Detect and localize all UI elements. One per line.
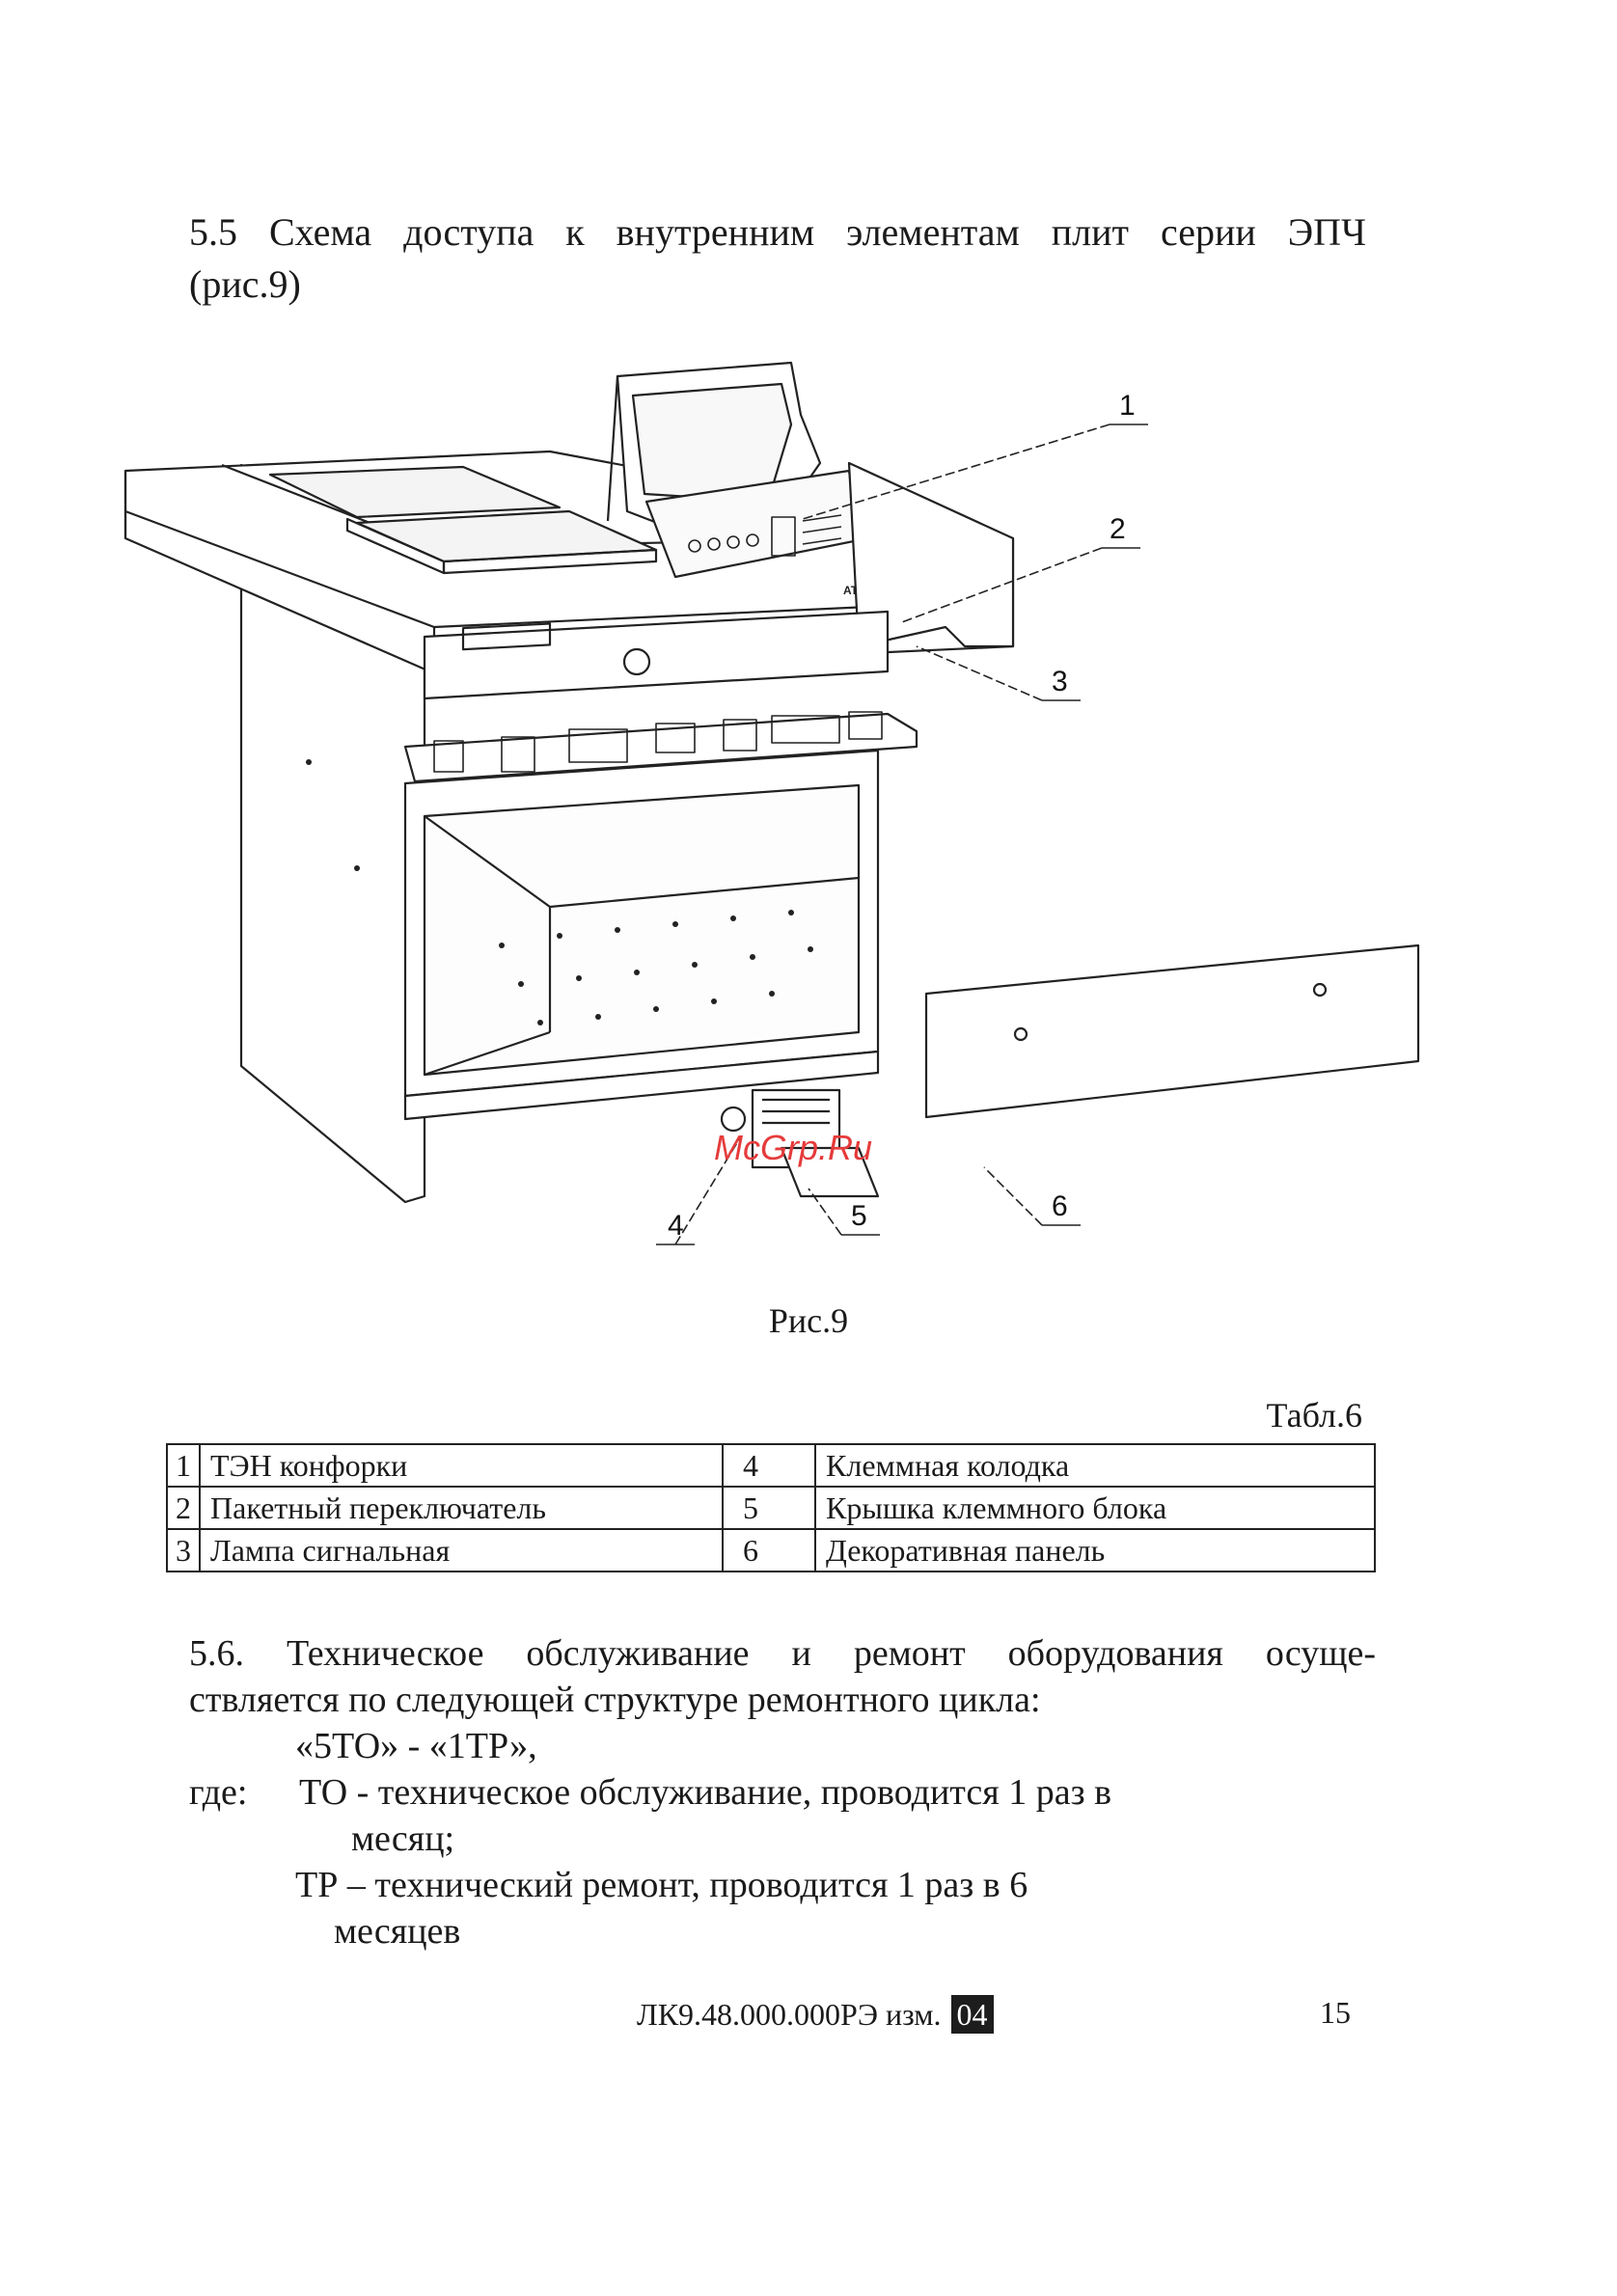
- terminal-cover: [780, 1146, 880, 1198]
- stove-diagram: ATESY: [123, 361, 1420, 1245]
- leader-3: [916, 645, 1043, 701]
- table-row: 1 ТЭН конфорки 4 Клеммная колодка: [166, 1443, 1376, 1488]
- table-cell-text: Лампа сигнальная: [199, 1528, 724, 1572]
- table-cell-text: Крышка клеммного блока: [814, 1486, 1376, 1530]
- callout-5: 5: [851, 1200, 867, 1232]
- doc-code: ЛК9.48.000.000РЭ изм.: [637, 1997, 942, 2032]
- table-cell-text: ТЭН конфорки: [199, 1443, 724, 1488]
- table-cell-num: 1: [166, 1443, 201, 1488]
- hotplate-1: [268, 465, 562, 519]
- definition-tr: ТР – технический ремонт, проводится 1 ра…: [295, 1865, 1028, 1905]
- table-cell-num: 3: [166, 1528, 201, 1572]
- maintenance-section: 5.6. Техническое обслуживание и ремонт о…: [189, 1630, 1376, 1954]
- table-cell-text: Декоративная панель: [814, 1528, 1376, 1572]
- section-heading: 5.5 Схема доступа к внутренним элементам…: [189, 206, 1366, 311]
- heading-line-1: 5.5 Схема доступа к внутренним элементам…: [189, 210, 1366, 254]
- table-cell-num: 5: [722, 1486, 816, 1530]
- revision-badge: 04: [950, 1995, 994, 2034]
- repair-cycle-formula: «5ТО» - «1ТР»,: [295, 1726, 537, 1766]
- figure-caption: Рис.9: [768, 1301, 849, 1340]
- leader-2: [898, 547, 1103, 624]
- callout-2: 2: [1110, 513, 1126, 545]
- callout-1: 1: [1119, 390, 1136, 422]
- table-cell-num: 2: [166, 1486, 201, 1530]
- footer-doc-code: ЛК9.48.000.000РЭ изм.04: [637, 1995, 994, 2034]
- table-label: Табл.6: [1266, 1396, 1362, 1435]
- definitions: где: ТО - техническое обслуживание, пров…: [189, 1769, 1376, 1862]
- definition-tr-cont: месяцев: [334, 1911, 461, 1952]
- table-row: 3 Лампа сигнальная 6 Декоративная панель: [166, 1528, 1376, 1572]
- heading-line-2: (рис.9): [189, 262, 301, 306]
- definition-to: ТО - техническое обслуживание, проводитс…: [299, 1772, 1112, 1813]
- leader-4: [674, 1135, 742, 1245]
- where-label: где:: [189, 1772, 248, 1813]
- table-cell-text: Клеммная колодка: [814, 1443, 1376, 1488]
- page-footer: ЛК9.48.000.000РЭ изм.04 15: [0, 1995, 1617, 2041]
- table-cell-num: 6: [722, 1528, 816, 1572]
- page-number: 15: [1320, 1995, 1351, 2030]
- switch-rail: [403, 712, 918, 783]
- decorative-panel: [924, 943, 1420, 1119]
- paragraph-line: ствляется по следующей структуре ремонтн…: [189, 1680, 1041, 1720]
- table-row: 2 Пакетный переключатель 5 Крышка клеммн…: [166, 1486, 1376, 1530]
- figure-9-drawing: ATESY: [116, 357, 1466, 1273]
- paragraph-intro: 5.6. Техническое обслуживание и ремонт о…: [189, 1630, 1376, 1723]
- signal-lamp-knob: [622, 647, 651, 676]
- leader-6: [983, 1166, 1043, 1226]
- callout-3: 3: [1052, 666, 1068, 697]
- watermark: McGrp.Ru: [714, 1128, 872, 1167]
- callout-4: 4: [668, 1210, 684, 1242]
- legend-table: 1 ТЭН конфорки 4 Клеммная колодка 2 Паке…: [166, 1443, 1376, 1572]
- table-cell-text: Пакетный переключатель: [199, 1486, 724, 1530]
- leader-5: [808, 1188, 842, 1236]
- callout-6: 6: [1052, 1190, 1068, 1222]
- table-cell-num: 4: [722, 1443, 816, 1488]
- definition-to-cont: месяц;: [351, 1818, 455, 1859]
- paragraph-line: 5.6. Техническое обслуживание и ремонт о…: [189, 1633, 1376, 1674]
- control-strip: [423, 610, 890, 700]
